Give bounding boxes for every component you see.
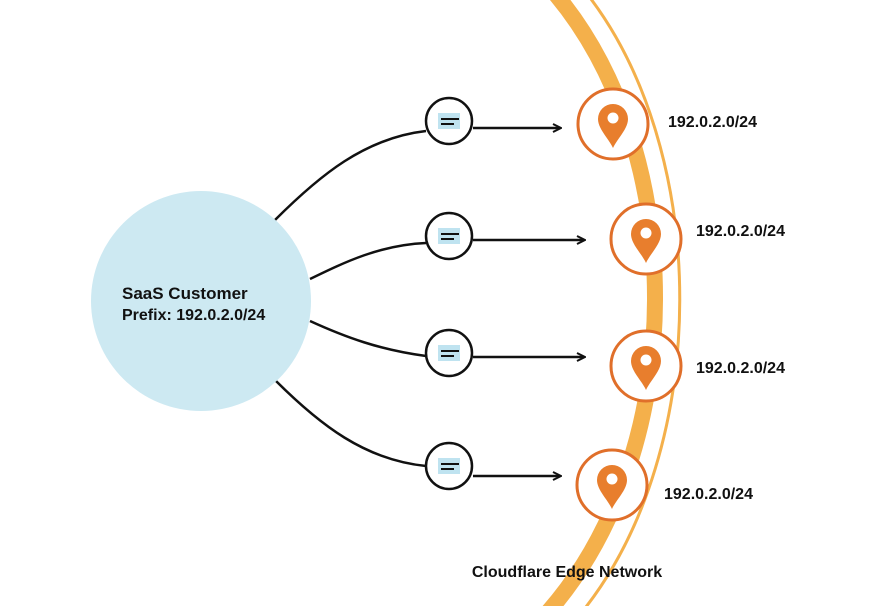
location-prefix-label: 192.0.2.0/24 (696, 223, 785, 240)
edge-network-label: Cloudflare Edge Network (472, 564, 662, 581)
saas-customer-node (91, 191, 311, 411)
message-icon (424, 96, 474, 146)
connector-3 (309, 319, 427, 358)
connector-2 (309, 241, 427, 281)
edge-network-outer-line (584, 0, 682, 606)
connector-1 (274, 129, 427, 221)
location-pin-icon (575, 448, 649, 522)
location-prefix-label: 192.0.2.0/24 (664, 486, 753, 503)
location-pin-icon (609, 202, 683, 276)
location-prefix-label: 192.0.2.0/24 (696, 360, 785, 377)
customer-title: SaaS Customer (122, 284, 248, 303)
message-icon (424, 211, 474, 261)
connector-4 (274, 379, 427, 468)
location-pin-icon (576, 87, 650, 161)
edge-network-band (542, 0, 663, 606)
location-pin-icon (609, 329, 683, 403)
customer-prefix: Prefix: 192.0.2.0/24 (122, 307, 265, 324)
message-icon (424, 328, 474, 378)
location-prefix-label: 192.0.2.0/24 (668, 114, 757, 131)
message-icon (424, 441, 474, 491)
